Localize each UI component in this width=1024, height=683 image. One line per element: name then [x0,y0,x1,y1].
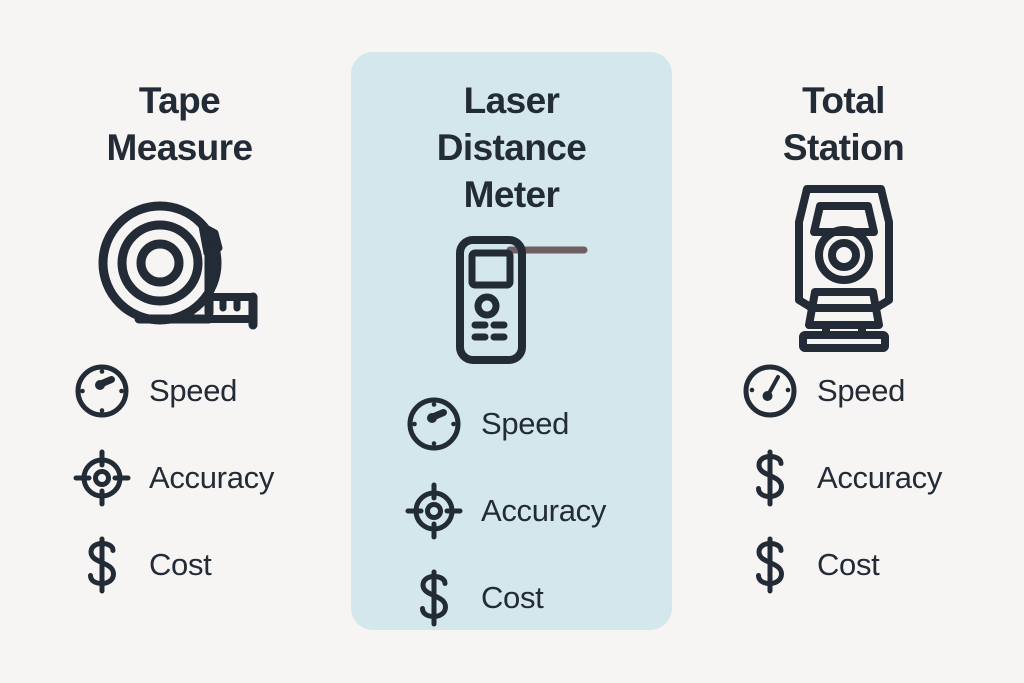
attribute-list: Speed Accuracy Cost [739,360,942,596]
attribute-row-cost: Cost [71,534,274,596]
attribute-label: Speed [148,373,238,409]
attribute-label: Speed [816,373,906,409]
attribute-label: Cost [148,547,212,583]
attribute-row-accuracy: Accuracy [403,480,606,542]
highlight-card [351,52,672,630]
attribute-row-cost: Cost [403,567,606,629]
artwork-tape-measure [35,192,325,342]
dollar-sign-icon [403,567,465,629]
dollar-sign-icon [739,534,801,596]
attribute-row-cost: Cost [739,534,942,596]
attribute-row-speed: Speed [739,360,942,422]
comparison-column-tape-measure: Tape Measure [19,52,340,630]
column-title: Tape Measure [106,80,254,168]
dollar-sign-icon [739,447,801,509]
attribute-label: Accuracy [148,460,275,496]
crosshair-target-icon [403,480,465,542]
crosshair-target-icon [71,447,133,509]
comparison-column-total-station: Total Station [683,52,1004,630]
attribute-row-speed: Speed [403,393,606,455]
artwork-laser-distance-meter [367,225,657,375]
speedometer-icon [71,360,133,422]
attribute-label: Accuracy [816,460,943,496]
speedometer-slow-icon [739,360,801,422]
attribute-list: Speed Accuracy [71,360,274,596]
dollar-sign-icon [71,534,133,596]
total-station-icon [794,184,893,352]
laser-distance-meter-icon [455,235,587,364]
attribute-row-accuracy: Accuracy [739,447,942,509]
attribute-label: Speed [480,406,570,442]
tape-measure-icon [98,201,257,330]
speedometer-icon [403,393,465,455]
column-title: Total Station [782,80,905,168]
column-title: Laser Distance Meter [436,80,587,215]
attribute-list: Speed Accuracy [403,393,606,629]
attribute-label: Cost [816,547,880,583]
attribute-row-speed: Speed [71,360,274,422]
comparison-column-laser-distance-meter: Laser Distance Meter [351,52,672,630]
attribute-row-accuracy: Accuracy [71,447,274,509]
attribute-label: Cost [480,580,544,616]
artwork-total-station [699,184,989,352]
attribute-label: Accuracy [480,493,607,529]
